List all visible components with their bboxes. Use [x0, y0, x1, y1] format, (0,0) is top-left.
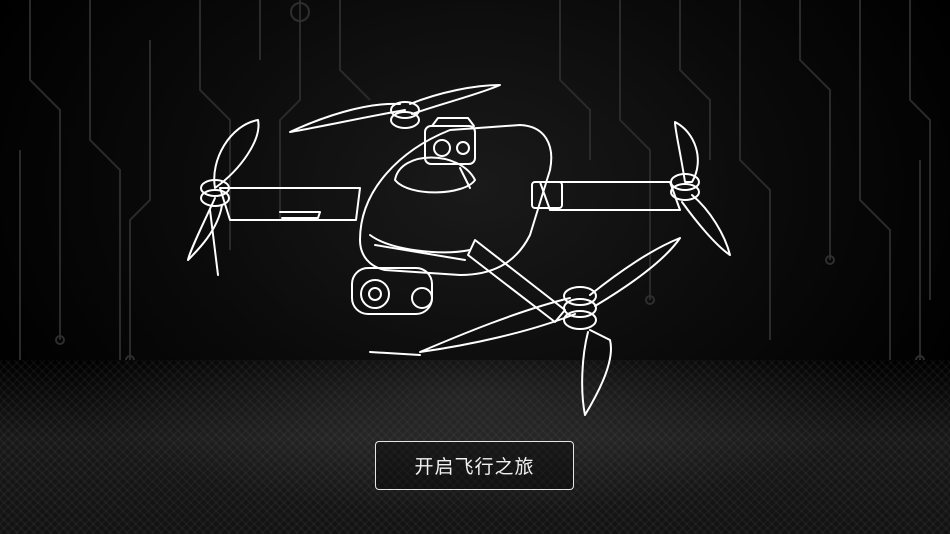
floor-glow [0, 360, 950, 534]
carbon-fiber-floor [0, 360, 950, 534]
start-flight-button[interactable]: 开启飞行之旅 [375, 441, 574, 490]
drone-outline-icon [187, 84, 731, 416]
